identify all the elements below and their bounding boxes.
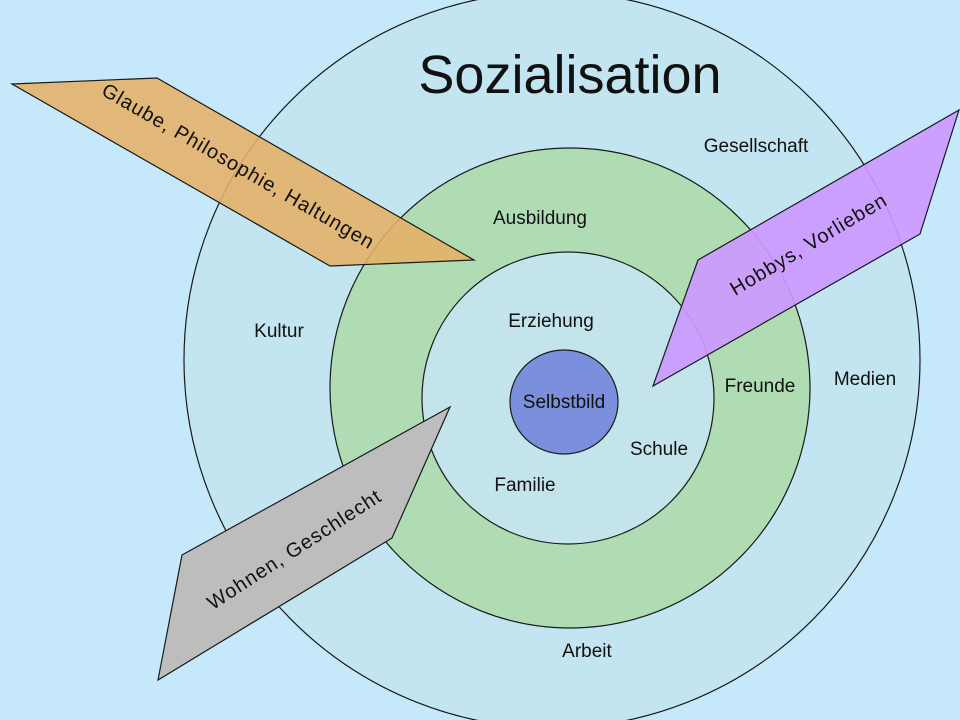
label-erziehung: Erziehung: [508, 311, 594, 332]
label-ausbildung: Ausbildung: [493, 208, 587, 229]
core-ellipse: [509, 349, 619, 455]
label-familie: Familie: [494, 475, 555, 496]
diagram-title: Sozialisation: [418, 45, 721, 105]
label-kultur: Kultur: [254, 321, 304, 342]
label-freunde: Freunde: [725, 376, 796, 397]
label-selbstbild: Selbstbild: [523, 392, 605, 413]
arrow-hobby: [651, 108, 960, 388]
arrow-belief: [9, 77, 477, 267]
label-schule: Schule: [630, 439, 688, 460]
label-gesellschaft: Gesellschaft: [704, 136, 809, 157]
label-medien: Medien: [834, 369, 896, 390]
label-arbeit: Arbeit: [562, 641, 612, 662]
arrow-housing: [157, 405, 452, 682]
